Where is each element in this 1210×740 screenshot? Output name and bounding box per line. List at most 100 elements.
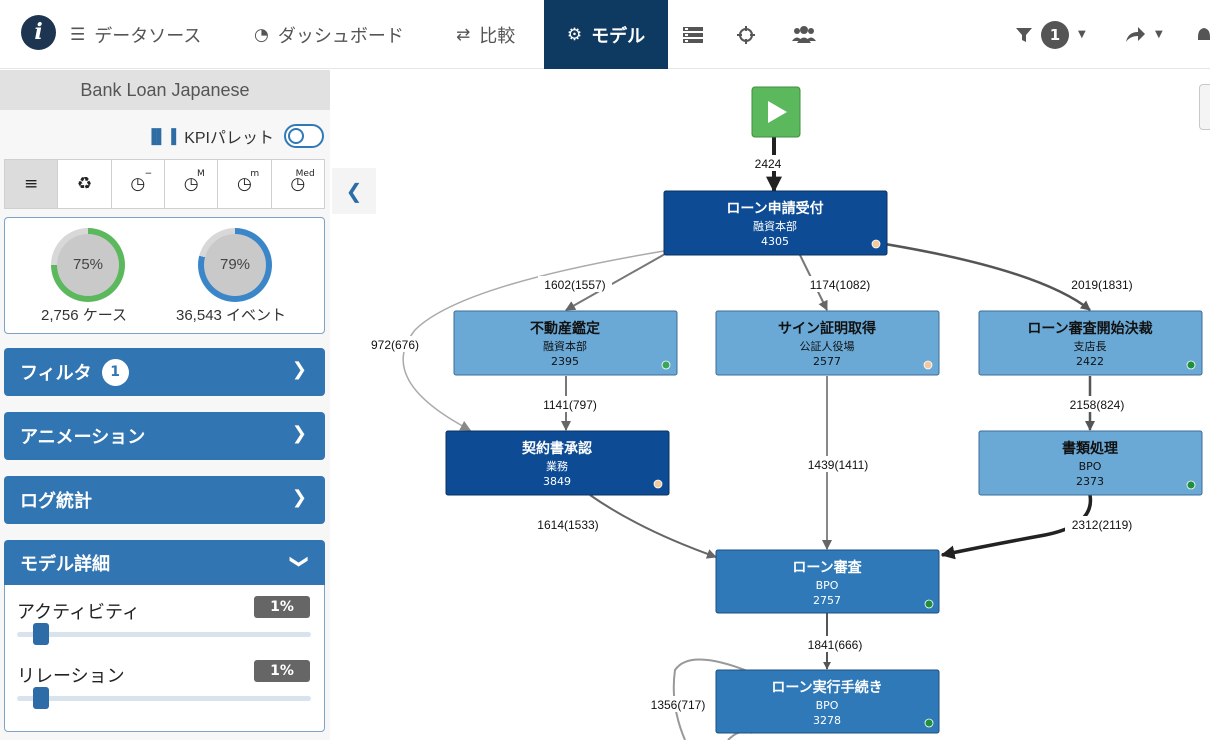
chevron-right-icon: ❯ (291, 487, 307, 508)
edge-n1-n4 (884, 242, 1091, 311)
node-title: ローン審査開始決裁 (1027, 320, 1152, 337)
edge-label: 2312(2119) (1072, 518, 1133, 532)
nav-datasource[interactable]: ☰ データソース (70, 0, 201, 69)
clock-icon: ◷ (183, 174, 199, 194)
nav-compare-label: 比較 (479, 25, 516, 47)
node-count: 4305 (761, 235, 789, 248)
metric-rework-button[interactable]: ♻ (58, 160, 112, 208)
case-count-label: 2,756 ケース (41, 307, 127, 324)
node-status-dot (924, 718, 934, 728)
top-navbar: i ☰ データソース ◔ ダッシュボード ⇄ 比較 ⚙ モデル (0, 0, 1210, 69)
play-icon (768, 101, 787, 123)
gears-icon: ⚙ (566, 24, 583, 45)
filter-menu[interactable]: 1 ▼ (1015, 0, 1086, 69)
model-detail-panel-title: モデル詳細 (20, 554, 110, 575)
nav-dashboard[interactable]: ◔ ダッシュボード (254, 0, 404, 69)
nav-dashboard-label: ダッシュボード (277, 25, 404, 47)
node-count: 2577 (813, 355, 841, 368)
relation-slider-track[interactable] (17, 696, 311, 701)
node-count: 3849 (543, 475, 571, 488)
collapse-sidebar-button[interactable]: ❮ (332, 168, 376, 214)
filter-panel-header[interactable]: フィルタ 1 ❯ (4, 348, 325, 396)
event-count-label: 36,543 イベント (176, 307, 287, 324)
start-node[interactable] (751, 86, 801, 138)
clock-icon: ◷ (237, 174, 252, 194)
relation-slider-thumb[interactable] (33, 687, 49, 709)
metric-sup: m (250, 169, 260, 179)
node-title: 契約書承認 (521, 440, 592, 457)
filter-icon (1016, 27, 1032, 42)
log-stats-panel-title: ログ統計 (20, 491, 92, 512)
node-dept: BPO (1079, 460, 1102, 473)
event-coverage-percent: 79% (204, 234, 266, 296)
node-dept: 融資本部 (543, 339, 587, 353)
edge-label: 1141(797) (543, 398, 597, 412)
nav-model[interactable]: ⚙ モデル (544, 0, 668, 69)
edge-label: 1356(717) (651, 698, 706, 712)
log-stats-panel-header[interactable]: ログ統計 ❯ (4, 476, 325, 524)
node-count: 2395 (551, 355, 579, 368)
node-title: ローン実行手続き (771, 679, 882, 696)
node-dept: 公証人役場 (800, 339, 855, 353)
activity-node-n3[interactable]: サイン証明取得 公証人役場 2577 (715, 310, 940, 376)
node-title: ローン申請受付 (726, 200, 823, 217)
model-detail-panel-header[interactable]: モデル詳細 ❯ (4, 540, 325, 586)
activity-slider-thumb[interactable] (33, 623, 49, 645)
activity-node-n7[interactable]: ローン審査 BPO 2757 (715, 549, 940, 614)
edge-n1-n2 (565, 253, 666, 311)
activity-node-n4[interactable]: ローン審査開始決裁 支店長 2422 (978, 310, 1203, 376)
nav-compare[interactable]: ⇄ 比較 (456, 0, 515, 69)
chevron-down-icon: ▼ (1155, 29, 1163, 40)
metric-min-time-button[interactable]: ◷ − (112, 160, 165, 208)
node-count: 2373 (1076, 475, 1104, 488)
database-icon: ☰ (70, 24, 86, 45)
metric-sup: Med (295, 169, 315, 179)
case-coverage-percent: 75% (57, 234, 119, 296)
nav-table-view[interactable] (682, 0, 704, 69)
node-count: 2422 (1076, 355, 1104, 368)
edge-label: 2019(1831) (1071, 278, 1132, 292)
chevron-down-icon: ❯ (288, 553, 310, 570)
model-detail-panel-body: アクティビティ 1% リレーション 1% (4, 585, 325, 732)
sidebar: Bank Loan Japanese ▐▌▐ KPIパレット ≡ ♻ ◷ − ◷… (0, 70, 330, 740)
app-logo[interactable]: i (21, 15, 56, 50)
animation-panel-header[interactable]: アニメーション ❯ (4, 412, 325, 460)
metric-median-time-button[interactable]: ◷ Med (272, 160, 324, 208)
side-panel-handle[interactable] (1199, 84, 1210, 130)
node-title: ローン審査 (792, 559, 862, 576)
node-dept: BPO (816, 579, 839, 592)
clock-icon: ◷ (130, 174, 146, 194)
activity-node-n5[interactable]: 契約書承認 業務 3849 (445, 430, 670, 496)
node-status-dot (1186, 360, 1196, 370)
node-dept: 業務 (546, 459, 568, 473)
chevron-left-icon: ❮ (345, 179, 363, 203)
metric-mean-time-button[interactable]: ◷ m (218, 160, 272, 208)
activity-node-n1[interactable]: ローン申請受付 融資本部 4305 (663, 190, 888, 256)
node-count: 2757 (813, 594, 841, 607)
nav-notifications[interactable] (1198, 0, 1210, 69)
activity-node-n2[interactable]: 不動産鑑定 融資本部 2395 (453, 310, 678, 376)
node-dept: 支店長 (1074, 339, 1107, 353)
list-icon: ≡ (24, 174, 39, 194)
activity-node-n8[interactable]: ローン実行手続き BPO 3278 (715, 669, 940, 734)
crosshair-icon (737, 25, 755, 44)
edge-label: 1174(1082) (810, 278, 871, 292)
edge-n1-n3 (799, 254, 828, 311)
activity-slider-track[interactable] (17, 632, 311, 637)
kpi-palette-toggle[interactable] (284, 124, 324, 148)
activity-slider-label: アクティビティ (17, 602, 140, 623)
nav-crosshair[interactable] (736, 0, 756, 69)
node-dept: 融資本部 (753, 219, 797, 233)
node-status-dot (871, 239, 881, 249)
toggle-knob (288, 128, 304, 144)
edge-label: 2158(824) (1070, 398, 1125, 412)
metric-frequency-button[interactable]: ≡ (5, 160, 59, 208)
activity-node-n6[interactable]: 書類処理 BPO 2373 (978, 430, 1203, 496)
compare-icon: ⇄ (456, 24, 471, 45)
chevron-right-icon: ❯ (291, 359, 307, 380)
metric-max-time-button[interactable]: ◷ M (165, 160, 219, 208)
chevron-down-icon: ▼ (1078, 29, 1086, 40)
share-menu[interactable]: ▼ (1124, 0, 1163, 69)
nav-users[interactable] (791, 0, 817, 69)
recycle-icon: ♻ (76, 174, 93, 194)
